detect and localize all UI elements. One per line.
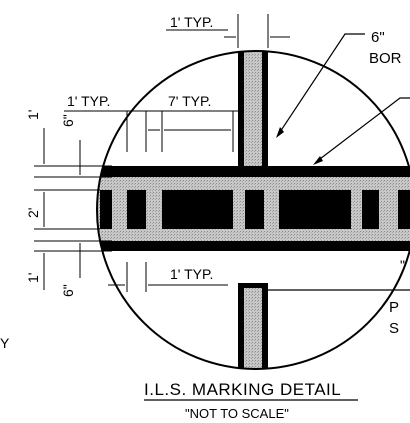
label-dim-1ft-upper: 1' xyxy=(25,110,41,120)
marking-pattern xyxy=(97,51,410,369)
label-typ-lower: 1' TYP. xyxy=(170,266,213,282)
detail-subtitle: "NOT TO SCALE" xyxy=(185,406,289,421)
label-dim-6in-lower: 6" xyxy=(60,284,76,297)
band-block xyxy=(127,190,146,229)
detail-title: I.L.S. MARKING DETAIL xyxy=(144,380,341,399)
dim-left-stack xyxy=(34,128,112,290)
band-block xyxy=(398,190,410,229)
label-typ-seven: 7' TYP. xyxy=(168,93,211,109)
detail-circle xyxy=(96,50,410,370)
label-dim-6in-upper: 6" xyxy=(60,114,76,127)
callout-s: S xyxy=(389,320,399,337)
leader-lines xyxy=(268,33,410,291)
label-typ-top: 1' TYP. xyxy=(170,14,213,30)
band-block xyxy=(100,190,112,229)
label-dim-1ft-lower: 1' xyxy=(25,273,41,283)
label-dim-2ft: 2' xyxy=(25,208,41,218)
dim-upper-typ xyxy=(64,110,244,152)
band-block xyxy=(362,190,379,229)
band-block xyxy=(245,190,264,229)
leader-arrows xyxy=(276,127,323,165)
band-block xyxy=(162,190,233,229)
callout-bor: BOR xyxy=(369,50,402,67)
dim-top-typ xyxy=(166,14,290,48)
dim-lower-typ xyxy=(108,262,228,292)
left-edge-y: Y xyxy=(0,335,10,351)
callout-p: P xyxy=(389,299,399,316)
callout-n: " xyxy=(400,257,405,273)
callout-6in: 6" xyxy=(371,29,385,46)
label-typ-left: 1' TYP. xyxy=(67,93,110,109)
band-block xyxy=(279,190,351,229)
